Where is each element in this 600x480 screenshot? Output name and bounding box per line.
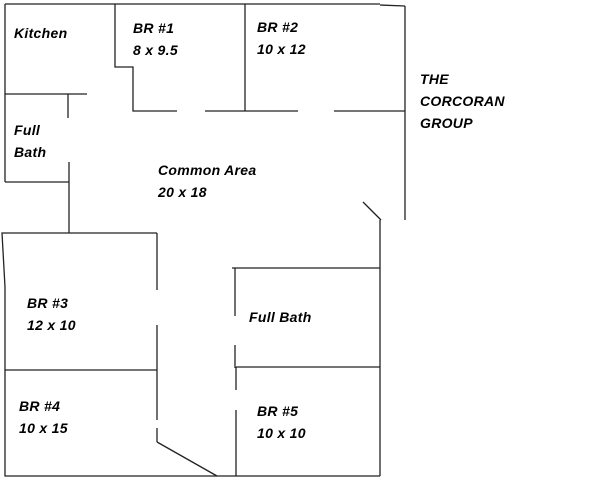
- br3-label: BR #3: [27, 295, 68, 311]
- brand-line1: THE: [420, 71, 449, 87]
- br5-size: 10 x 10: [257, 425, 306, 441]
- common-area-size: 20 x 18: [157, 184, 207, 200]
- br1-size: 8 x 9.5: [133, 42, 178, 58]
- br2-size: 10 x 12: [257, 41, 306, 57]
- bath1-label-line1: Full: [14, 122, 41, 138]
- walls: [1, 3, 406, 477]
- br2-label: BR #2: [257, 19, 298, 35]
- bath2-label: Full Bath: [249, 309, 312, 325]
- br4-size: 10 x 15: [19, 420, 68, 436]
- brand-line3: GROUP: [420, 115, 473, 131]
- common-area-label: Common Area: [158, 162, 256, 178]
- br3-size: 12 x 10: [27, 317, 76, 333]
- brand-line2: CORCORAN: [420, 93, 505, 109]
- br4-label: BR #4: [19, 398, 60, 414]
- kitchen-label: Kitchen: [14, 25, 67, 41]
- bath1-label-line2: Bath: [14, 144, 46, 160]
- br1-label: BR #1: [133, 20, 174, 36]
- br5-label: BR #5: [257, 403, 298, 419]
